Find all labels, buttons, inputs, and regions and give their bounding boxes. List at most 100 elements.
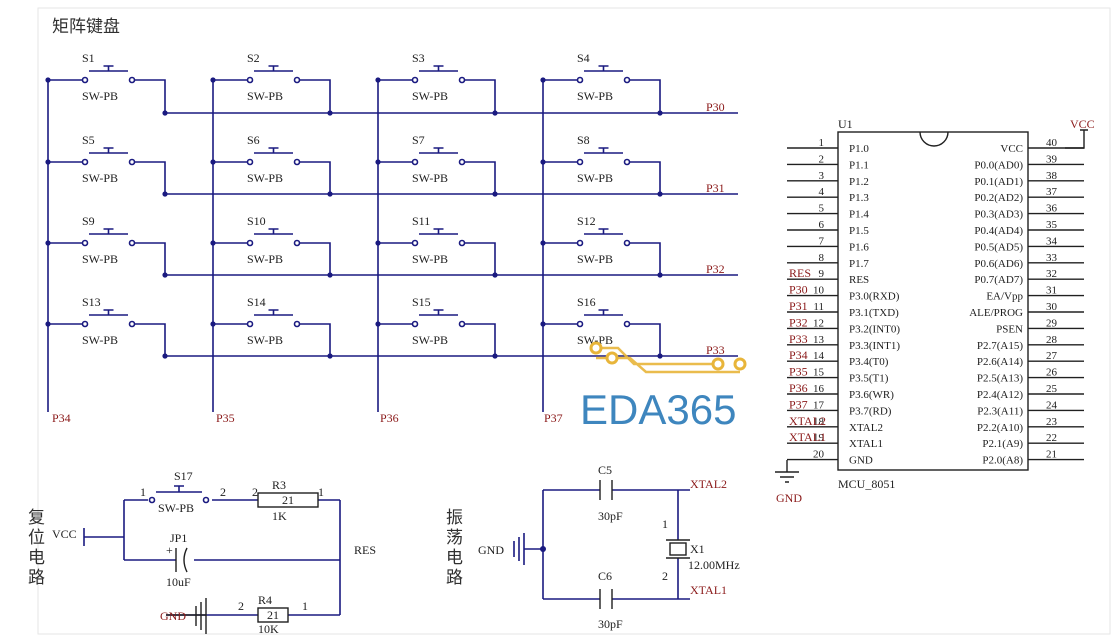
switch-wire [48,242,166,275]
mcu-pin-name: P0.6(AD6) [974,258,1023,270]
switch-wire [213,323,331,356]
mcu-pin-name: P0.1(AD1) [974,176,1023,188]
mcu-pin-name: P2.0(A8) [982,455,1023,467]
switch-actuator [254,228,293,235]
junction-dot [657,353,663,359]
mcu-pin-name: P3.5(T1) [849,373,889,385]
switch-contact [623,76,631,84]
switch-type: SW-PB [577,89,613,103]
junction-dot [45,159,51,165]
switch-actuator [89,147,128,154]
r4-pin2: 2 [238,599,244,613]
junction-dot [210,321,216,327]
switch-ref: S1 [82,51,95,65]
mcu-ref: U1 [838,117,853,131]
junction-dot [327,353,333,359]
switch-type: SW-PB [247,252,283,266]
switch-ref: S10 [247,214,266,228]
junction-dot [375,240,381,246]
switch-ref: S4 [577,51,590,65]
switch-contact [246,239,254,247]
switch-contact [293,158,301,166]
switch-wire [213,242,331,275]
junction-dot [492,272,498,278]
switch-ref: S3 [412,51,425,65]
r3-pin2: 2 [252,485,258,499]
mcu-pin-name: P3.3(INT1) [849,340,900,352]
switch-type: SW-PB [247,333,283,347]
switch-ref: S6 [247,133,260,147]
junction-dot [540,159,546,165]
switch-contact [81,239,89,247]
switch-ref: S7 [412,133,425,147]
junction-dot [45,321,51,327]
switch-wire [378,242,496,275]
switch-type: SW-PB [82,89,118,103]
mcu-pin-number: 36 [1046,203,1058,215]
jp1-ref: JP1 [170,531,187,545]
s17-contact-a [148,496,156,504]
s17-actuator [156,485,202,493]
switch-wire [543,323,661,356]
mcu-pin-number: 21 [1046,449,1057,461]
reset-title-1: 复位电路 [28,508,45,588]
col-net-p35: P35 [216,411,235,425]
junction-dot [327,191,333,197]
mcu-pin-name: P3.1(TXD) [849,307,899,319]
mcu-pin-net: XTAL2 [789,414,826,428]
junction-dot [45,77,51,83]
switch-type: SW-PB [82,333,118,347]
junction-dot [45,240,51,246]
r4-ref: R4 [258,593,272,607]
r4-body [257,607,289,623]
junction-dot [492,353,498,359]
mcu-pin-number: 32 [1046,268,1057,280]
mcu-pin-name: P2.3(A11) [977,405,1023,417]
mcu-pin-number: 8 [819,252,825,264]
x1-ref: X1 [690,542,705,556]
switch-type: SW-PB [412,252,448,266]
mcu-pin-number: 3 [819,170,825,182]
switch-ref: S14 [247,295,266,309]
junction-dot [162,272,168,278]
r3-body [257,492,319,508]
osc-gnd-label: GND [478,543,504,557]
junction-dot [162,353,168,359]
switch-ref: S12 [577,214,596,228]
watermark-dot-4 [733,357,747,371]
junction-dot [540,240,546,246]
mcu-pin-name: P3.6(WR) [849,389,894,401]
switch-contact [293,320,301,328]
mcu-pin-name: P2.2(A10) [977,422,1023,434]
mcu-pin-name: P1.5 [849,225,869,237]
title-char: 电 [28,548,45,568]
title-char: 荡 [446,528,463,548]
mcu-pin-number: 26 [1046,367,1058,379]
jp1-plates [175,547,188,573]
switch-actuator [419,309,458,316]
mcu-pin-net: P33 [789,332,808,346]
mcu-pin-number: 9 [819,268,825,280]
mcu-pin-name: P1.4 [849,209,869,221]
mcu-pin-net: P36 [789,381,808,395]
junction-dot [657,272,663,278]
watermark-text: EDA365 [580,386,736,433]
row-net-p31: P31 [706,181,725,195]
reset-gnd-label: GND [160,609,186,623]
switch-contact [81,76,89,84]
s17-ref: S17 [174,469,193,483]
mcu-pin-name: P0.0(AD0) [974,159,1023,171]
junction-dot [375,159,381,165]
switch-type: SW-PB [412,333,448,347]
mcu-pin-net: RES [789,266,811,280]
switch-contact [81,320,89,328]
mcu-pin-number: 20 [813,449,825,461]
mcu-pin-number: 33 [1046,252,1058,264]
switch-contact [128,76,136,84]
mcu-body [837,131,1029,471]
mcu-pin-number: 38 [1046,170,1058,182]
junction-dot [327,110,333,116]
mcu-pin-name: P2.1(A9) [982,438,1023,450]
mcu-pin-number: 12 [813,317,824,329]
